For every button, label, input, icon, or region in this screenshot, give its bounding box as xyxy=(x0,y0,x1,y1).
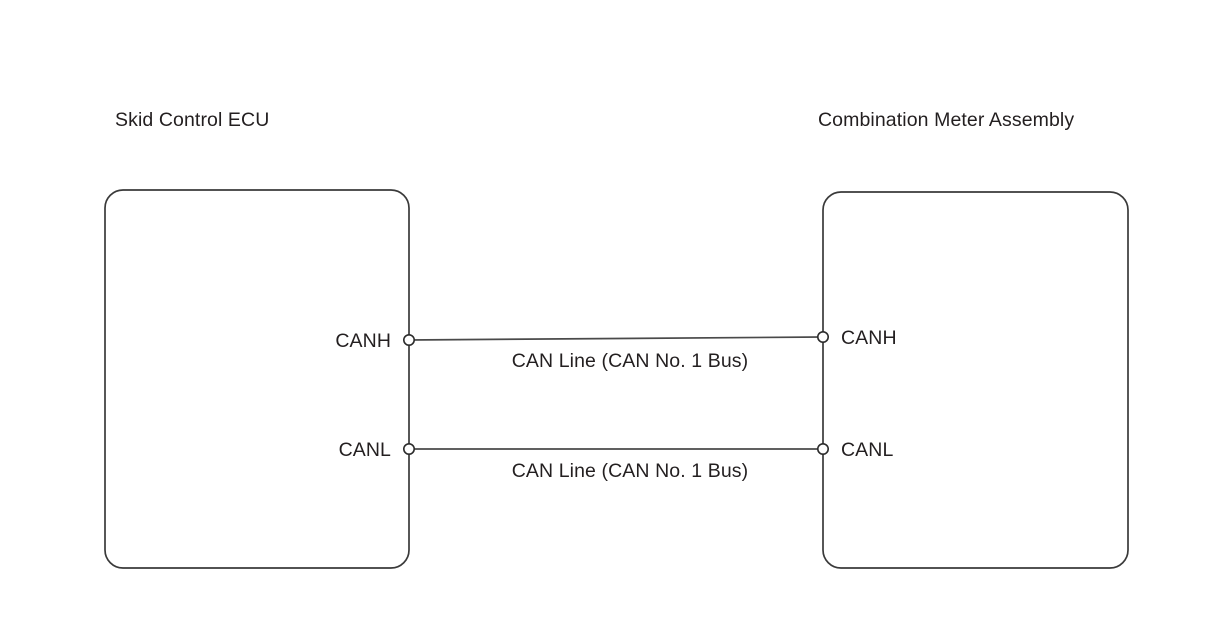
wire-label-canl: CAN Line (CAN No. 1 Bus) xyxy=(512,460,748,482)
terminal-right-canh xyxy=(816,330,829,343)
node-combination-meter-assembly: Combination Meter Assembly CANH CANL xyxy=(818,109,1129,569)
connection-canh-bus: CAN Line (CAN No. 1 Bus) xyxy=(408,336,824,372)
terminal-left-canl xyxy=(402,442,415,455)
port-label-left-canh: CANH xyxy=(335,330,391,352)
ecu-box-combination-meter-assembly xyxy=(822,191,1129,569)
node-title-combination-meter-assembly: Combination Meter Assembly xyxy=(818,109,1074,131)
terminal-right-canl xyxy=(816,442,829,455)
node-skid-control-ecu: Skid Control ECU CANH CANL xyxy=(104,109,410,569)
port-label-left-canl: CANL xyxy=(339,439,391,461)
connection-canl-bus: CAN Line (CAN No. 1 Bus) xyxy=(409,448,823,482)
node-title-skid-control-ecu: Skid Control ECU xyxy=(115,109,269,131)
ecu-box-skid-control-ecu xyxy=(104,189,410,569)
port-label-right-canl: CANL xyxy=(841,439,893,461)
port-label-right-canh: CANH xyxy=(841,327,897,349)
wire-label-canh: CAN Line (CAN No. 1 Bus) xyxy=(512,350,748,372)
terminal-left-canh xyxy=(402,333,415,346)
wire-canh xyxy=(408,336,824,341)
